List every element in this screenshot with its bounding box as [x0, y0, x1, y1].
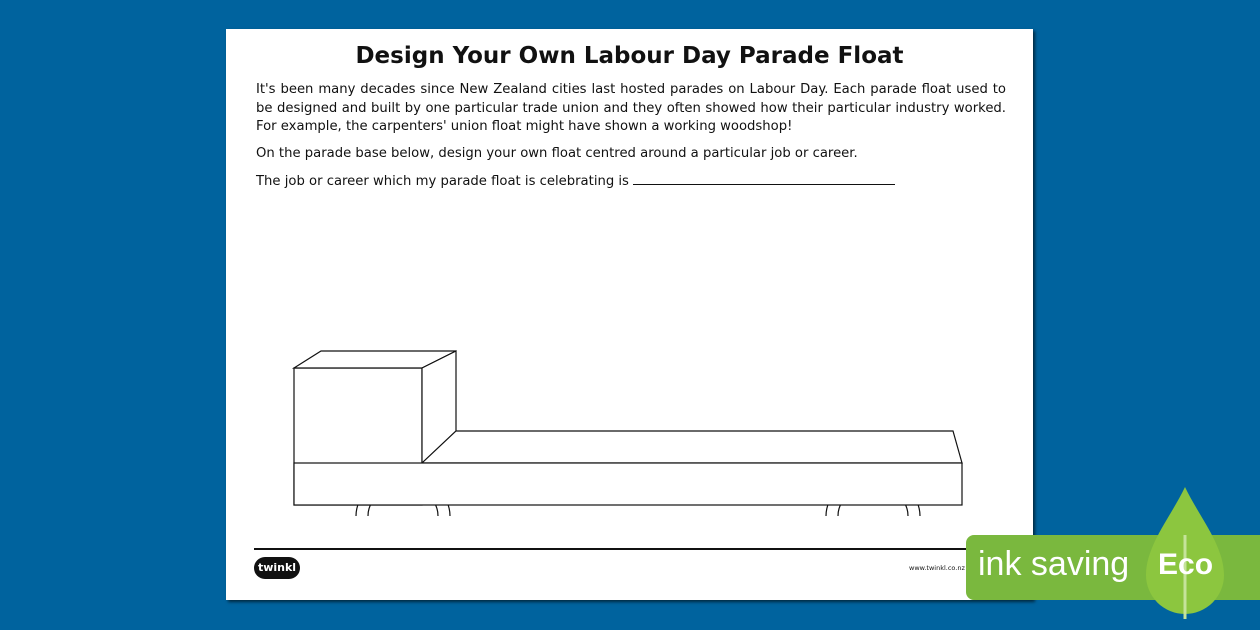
- page-title: Design Your Own Labour Day Parade Float: [355, 43, 904, 69]
- eco-label: Eco: [1158, 548, 1214, 581]
- footer-rule: [254, 548, 1034, 550]
- career-prompt: The job or career which my parade float …: [256, 172, 1006, 192]
- worksheet-page: Design Your Own Labour Day Parade Float …: [226, 29, 1034, 600]
- prompt-text: The job or career which my parade float …: [256, 174, 629, 189]
- parade-float-truck-outline: [291, 350, 963, 517]
- instruction-paragraph: On the parade base below, design your ow…: [256, 146, 858, 161]
- ink-saving-label: ink saving: [978, 545, 1130, 583]
- twinkl-logo: twinkl: [254, 557, 300, 579]
- footer-url: www.twinkl.co.nz: [909, 564, 965, 572]
- intro-paragraph: It's been many decades since New Zealand…: [256, 82, 1006, 134]
- answer-line[interactable]: [633, 172, 896, 185]
- leaf-drop-icon: [1146, 487, 1224, 619]
